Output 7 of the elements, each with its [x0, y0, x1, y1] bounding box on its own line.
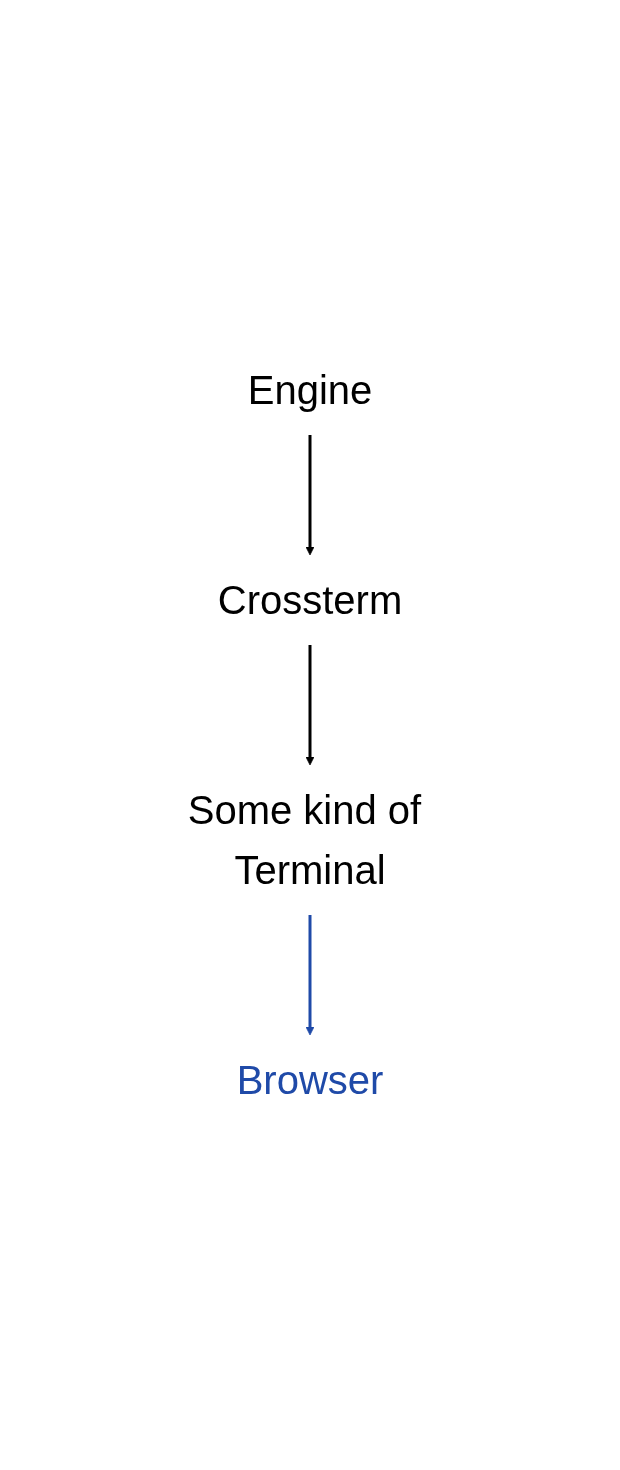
- arrow: [305, 645, 315, 766]
- node-text: Some kind of Terminal: [187, 788, 422, 892]
- node-text: Crossterm: [217, 578, 403, 622]
- node-text: Engine: [247, 368, 373, 412]
- node-text: Browser: [236, 1058, 384, 1102]
- arrow: [305, 435, 315, 556]
- arrow: [305, 915, 315, 1036]
